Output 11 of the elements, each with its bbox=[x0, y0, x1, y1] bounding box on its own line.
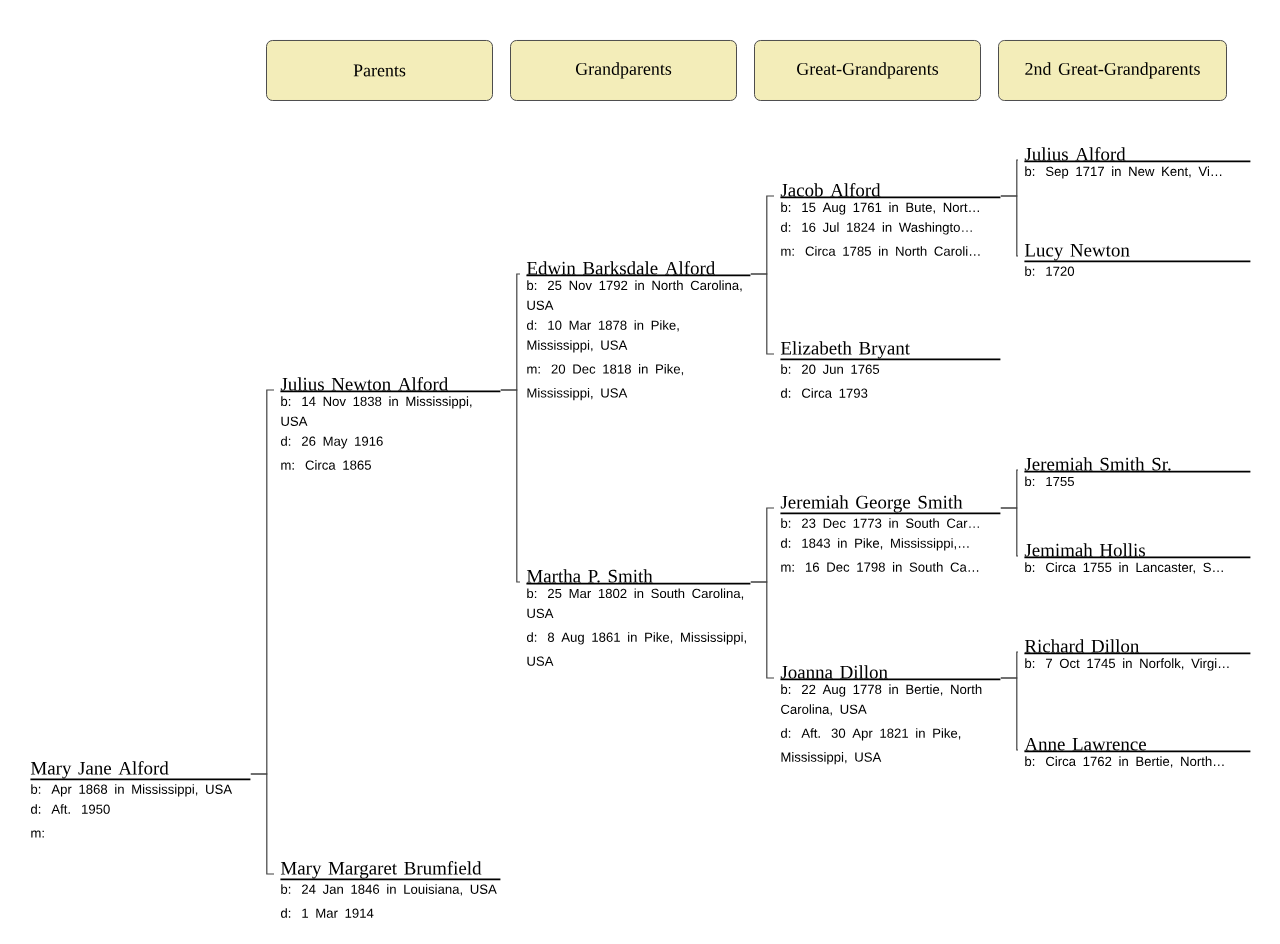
bracket-line bbox=[1000, 677, 1019, 751]
bracket-line bbox=[1000, 507, 1019, 557]
bracket-line bbox=[500, 389, 521, 583]
generation-header: 2nd Great-Grandparents bbox=[998, 40, 1227, 101]
bracket-line bbox=[750, 273, 775, 355]
bracket-line bbox=[1000, 195, 1019, 257]
bracket-line bbox=[250, 773, 275, 875]
generation-header: Grandparents bbox=[510, 40, 737, 101]
generation-header: Parents bbox=[266, 40, 493, 101]
generation-header: Great-Grandparents bbox=[754, 40, 981, 101]
bracket-line bbox=[750, 581, 775, 679]
